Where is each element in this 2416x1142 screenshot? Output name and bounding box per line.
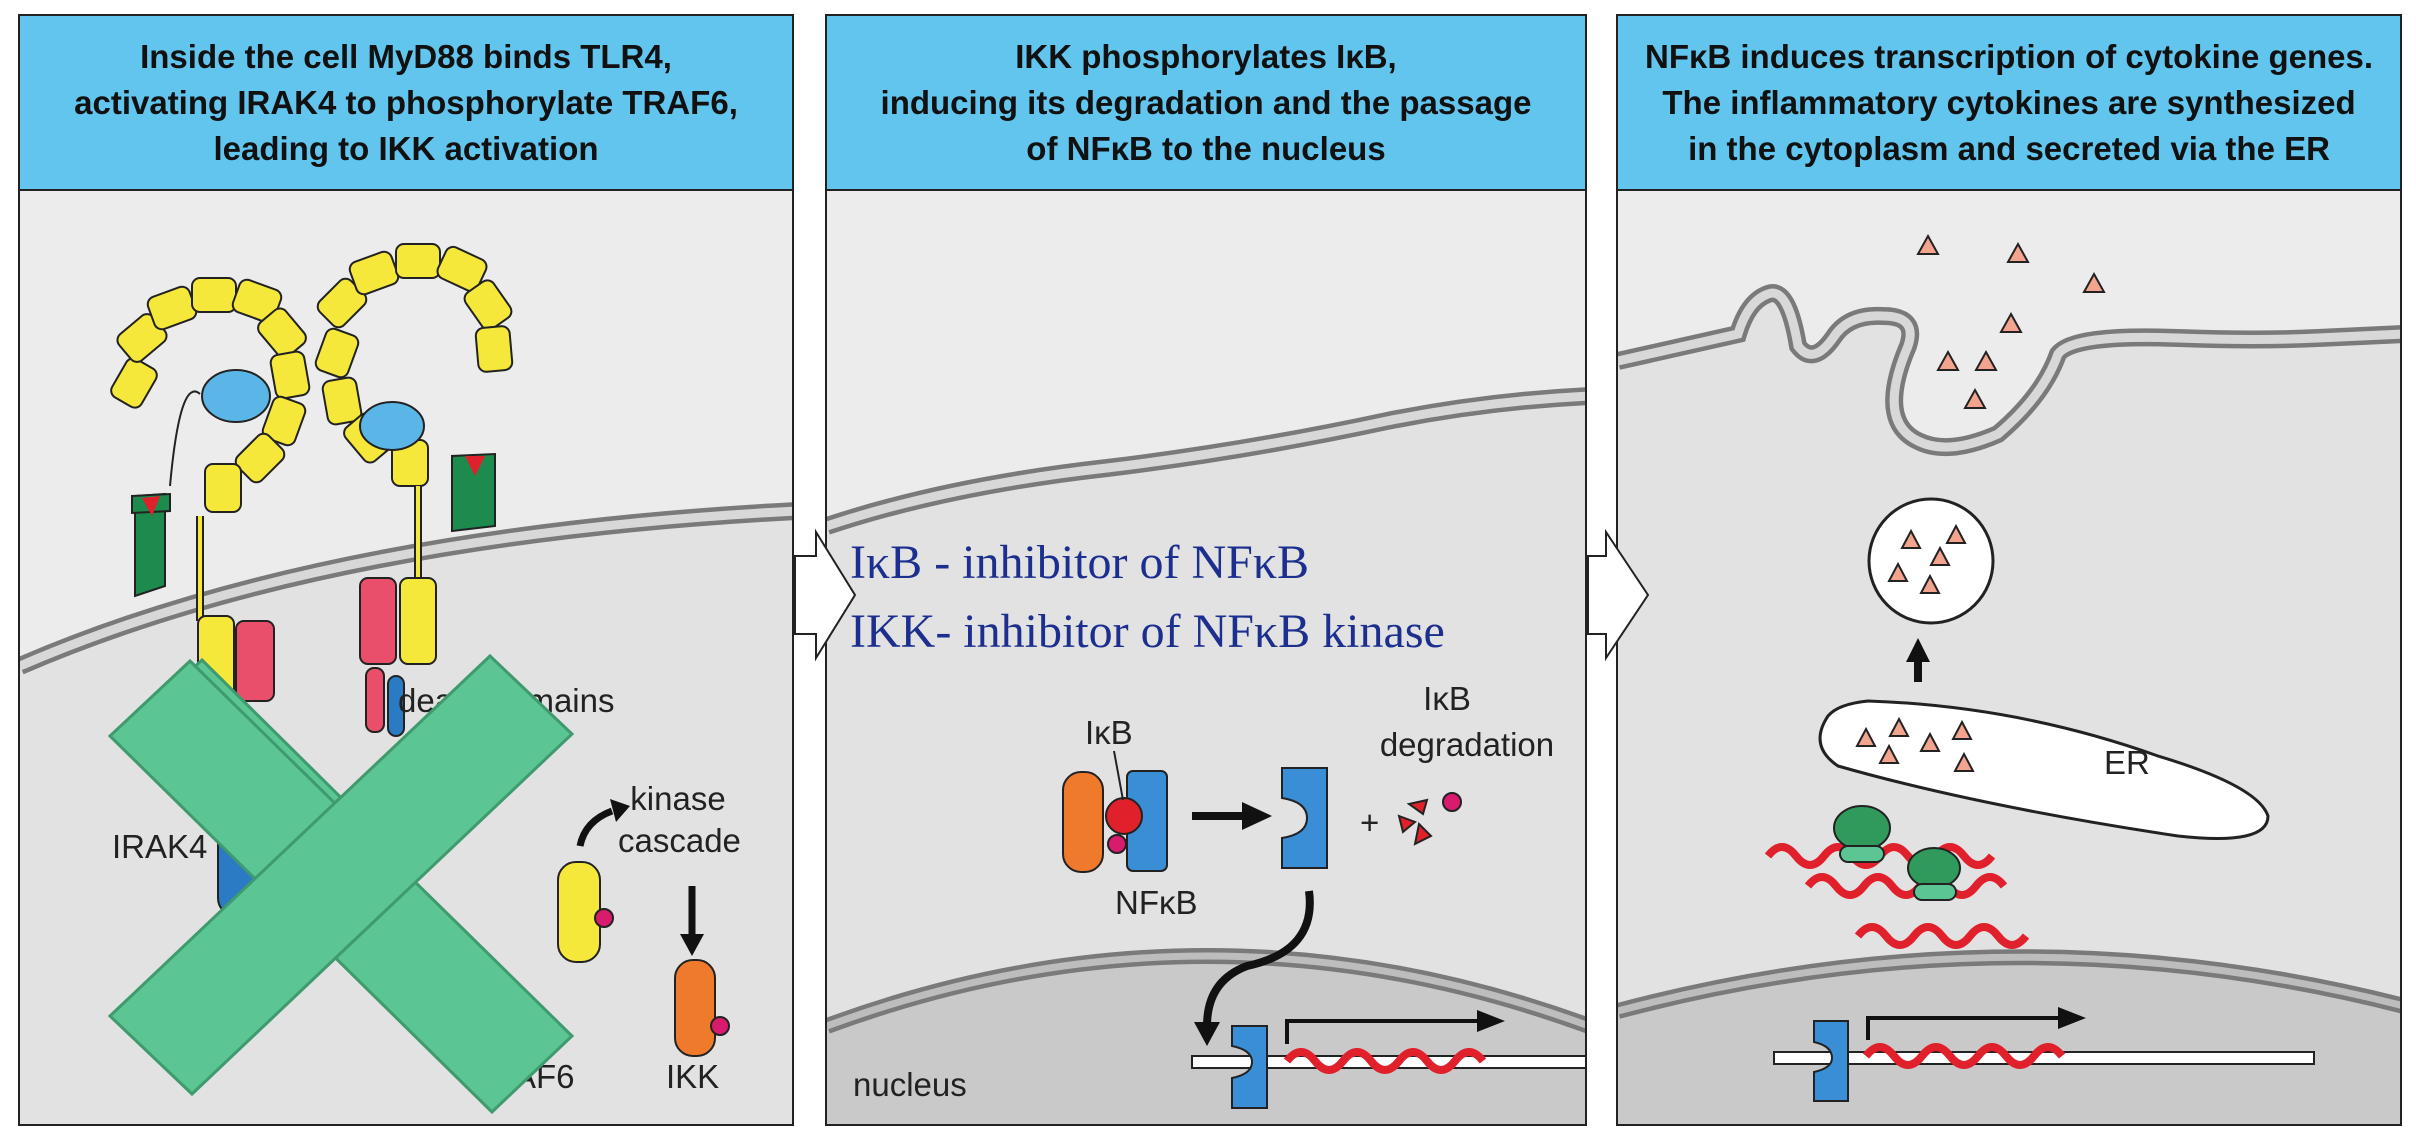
panel-2-header: IKK phosphorylates IκB, inducing its deg…	[827, 16, 1585, 191]
md2-left	[201, 369, 271, 423]
free-nfkb	[1281, 767, 1328, 869]
ikk-protein	[674, 959, 716, 1057]
mrna-translation-3	[1854, 923, 2030, 949]
header-line: IKK phosphorylates IκB,	[1015, 37, 1397, 75]
definition-ikb: IκB - inhibitor of NFκB	[850, 536, 1310, 589]
ribosome-1	[1833, 805, 1891, 851]
panel-3-header: NFκB induces transcription of cytokine g…	[1618, 16, 2400, 191]
mrna-transcript	[1862, 1043, 2066, 1069]
header-line: NFκB induces transcription of cytokine g…	[1644, 37, 2374, 75]
header-line: of NFκB to the nucleus	[1026, 129, 1386, 167]
panel-1-header: Inside the cell MyD88 binds TLR4, activa…	[20, 16, 792, 191]
ikk-in-complex	[1062, 771, 1104, 873]
nfkb-label: NFκB	[1115, 884, 1198, 921]
secretory-vesicle	[1867, 497, 1995, 625]
myd88-tir-right	[359, 577, 397, 665]
header-line: Inside the cell MyD88 binds TLR4,	[140, 37, 672, 75]
tlr4-ectodomain-left	[110, 277, 311, 513]
ribosome-2	[1907, 847, 1961, 889]
ikb-degradation-label-2: degradation	[1379, 726, 1555, 763]
endoplasmic-reticulum	[1818, 699, 2270, 840]
mrna-translation-2	[1804, 873, 2008, 899]
er-label: ER	[2104, 744, 2150, 781]
plus-sign: +	[1360, 804, 1380, 841]
tlr4-tir-right	[399, 577, 437, 665]
kinase-cascade-label-1: kinase	[630, 780, 726, 817]
header-line: activating IRAK4 to phosphorylate TRAF6,	[74, 83, 738, 121]
header-line: inducing its degradation and the passage	[880, 83, 1532, 121]
header-line: leading to IKK activation	[213, 129, 599, 167]
kinase-cascade-label-2: cascade	[618, 822, 741, 859]
cd14-receptor-left	[131, 492, 171, 598]
dna-strand	[1773, 1051, 2315, 1065]
panel-cytokine-secretion: NFκB induces transcription of cytokine g…	[1616, 14, 2402, 1126]
panel-ikk-phosphorylation: IKK phosphorylates IκB, inducing its deg…	[825, 14, 1587, 1126]
header-line: The inflammatory cytokines are synthesiz…	[1662, 83, 2356, 121]
cross-out-overlay	[107, 653, 575, 1115]
irak4-label: IRAK4	[112, 828, 208, 865]
mrna-transcript	[1283, 1048, 1487, 1074]
tlr4-ectodomain-right	[314, 243, 514, 487]
nucleus-label: nucleus	[853, 1066, 967, 1103]
ikb-in-complex	[1105, 797, 1143, 835]
nfkb-bound-dna	[1813, 1020, 1849, 1102]
myd88-death-domain	[365, 667, 385, 733]
myd88-tir-left	[235, 620, 275, 702]
panel-tlr4-signaling: Inside the cell MyD88 binds TLR4, activa…	[18, 14, 794, 1126]
ikb-degradation-label-1: IκB	[1423, 680, 1471, 717]
md2-right	[359, 401, 425, 451]
header-line: in the cytoplasm and secreted via the ER	[1688, 129, 2330, 167]
ikk-label: IKK	[666, 1058, 720, 1095]
panel-2-illustration	[827, 189, 1585, 1124]
ikb-label: IκB	[1085, 714, 1133, 751]
panel-3-illustration	[1618, 189, 2400, 1124]
ikb-degradation-fragments	[1397, 792, 1462, 846]
definition-ikk: IKK- inhibitor of NFκB kinase	[850, 605, 1445, 658]
secreted-cytokines	[1916, 233, 2106, 409]
cd14-receptor-right	[451, 452, 496, 533]
nfkb-bound-dna	[1231, 1025, 1268, 1109]
